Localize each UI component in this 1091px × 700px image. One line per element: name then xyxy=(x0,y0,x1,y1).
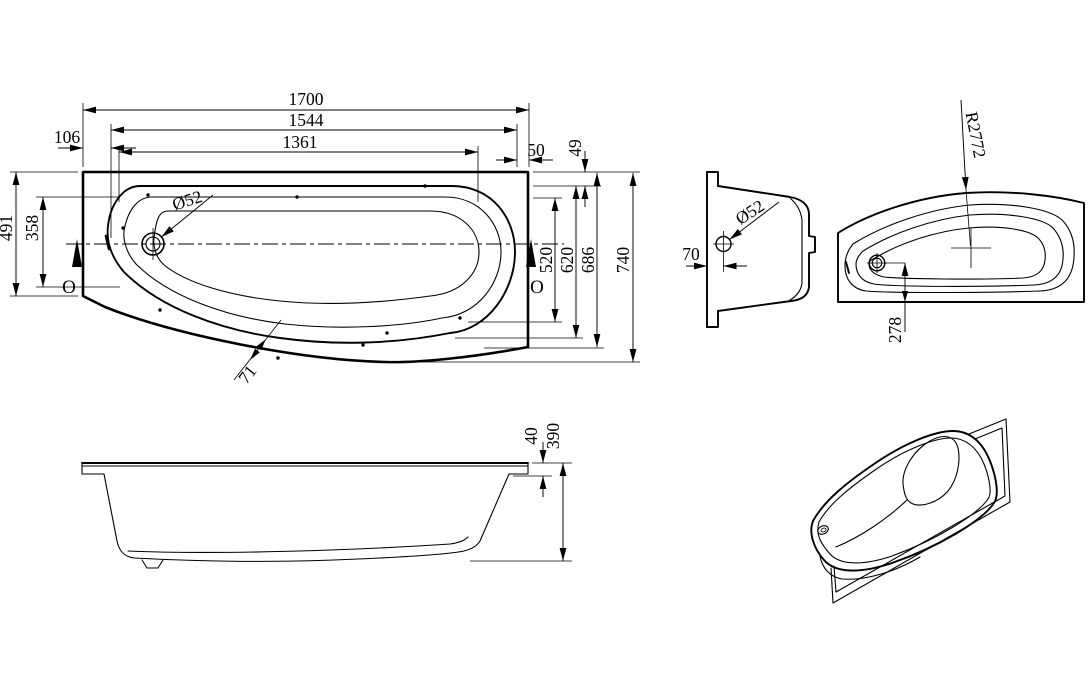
front-elevation-view: 40 390 xyxy=(81,423,572,569)
elevation-floor-line xyxy=(127,536,469,553)
plan-view: O O xyxy=(62,170,564,364)
plan-outer-outline xyxy=(81,170,530,364)
dim-rim-drop-40: 40 xyxy=(521,427,541,445)
spline-dots xyxy=(121,184,462,360)
section-arrow-right xyxy=(526,239,536,267)
dim-drain-offset-278: 278 xyxy=(885,317,905,344)
section-label-left: O xyxy=(62,277,76,298)
elevation-right-flange xyxy=(508,462,529,475)
dim-rim-49: 49 xyxy=(565,139,585,157)
dim-radius-r2772: R2772 xyxy=(962,110,991,160)
dim-offset-106: 106 xyxy=(54,127,81,147)
end-section-view: Ø52 70 xyxy=(682,171,816,328)
side-profile-view: R2772 278 xyxy=(837,99,1085,344)
section-label-right: O xyxy=(530,277,544,298)
profile-outer-outline xyxy=(837,191,1085,303)
dim-width-620: 620 xyxy=(557,247,577,274)
plan-drain xyxy=(141,228,165,260)
dim-rim-71: 71 xyxy=(234,361,261,387)
section-arrow-left xyxy=(72,239,82,267)
elevation-left-flange xyxy=(81,462,105,475)
dim-width-491: 491 xyxy=(0,215,16,241)
iso-panel-outer xyxy=(830,418,1011,604)
dim-drain-diameter: Ø52 xyxy=(170,186,205,214)
iso-drain xyxy=(817,525,829,535)
iso-rim-inner xyxy=(817,437,991,564)
plan-dimensions: 1700 1544 1361 106 50 49 491 358 520 620… xyxy=(0,89,640,387)
plan-basin-outline xyxy=(153,210,480,305)
section-body-outline xyxy=(717,185,816,312)
iso-bowl-sweep xyxy=(835,499,908,548)
elevation-body-outline xyxy=(103,473,510,562)
dim-section-drain-diameter: Ø52 xyxy=(732,195,768,228)
dim-offset-50: 50 xyxy=(527,140,545,160)
dim-height-390: 390 xyxy=(543,423,563,450)
iso-skirt-edge xyxy=(819,555,921,580)
dim-length-overall: 1700 xyxy=(289,89,324,109)
iso-bowl-opening xyxy=(902,435,960,506)
plan-overflow-mark xyxy=(104,234,111,251)
dim-drain-offset-70: 70 xyxy=(682,244,700,264)
plan-waterline-outline xyxy=(123,196,502,328)
dim-length-1361: 1361 xyxy=(283,132,318,152)
dim-length-1544: 1544 xyxy=(289,110,324,130)
profile-drain xyxy=(867,253,887,273)
elevation-foot xyxy=(141,559,164,569)
iso-rim-outer xyxy=(810,430,998,572)
dim-width-520: 520 xyxy=(536,247,556,274)
section-body-inner xyxy=(789,197,803,301)
isometric-view xyxy=(810,418,1011,604)
profile-overflow-mark xyxy=(845,261,850,274)
iso-panel-inner xyxy=(833,427,1006,593)
dim-width-686: 686 xyxy=(578,247,598,274)
dim-width-740: 740 xyxy=(613,247,633,274)
plan-rim-inner-outline xyxy=(106,185,516,344)
dim-width-358: 358 xyxy=(22,215,42,242)
